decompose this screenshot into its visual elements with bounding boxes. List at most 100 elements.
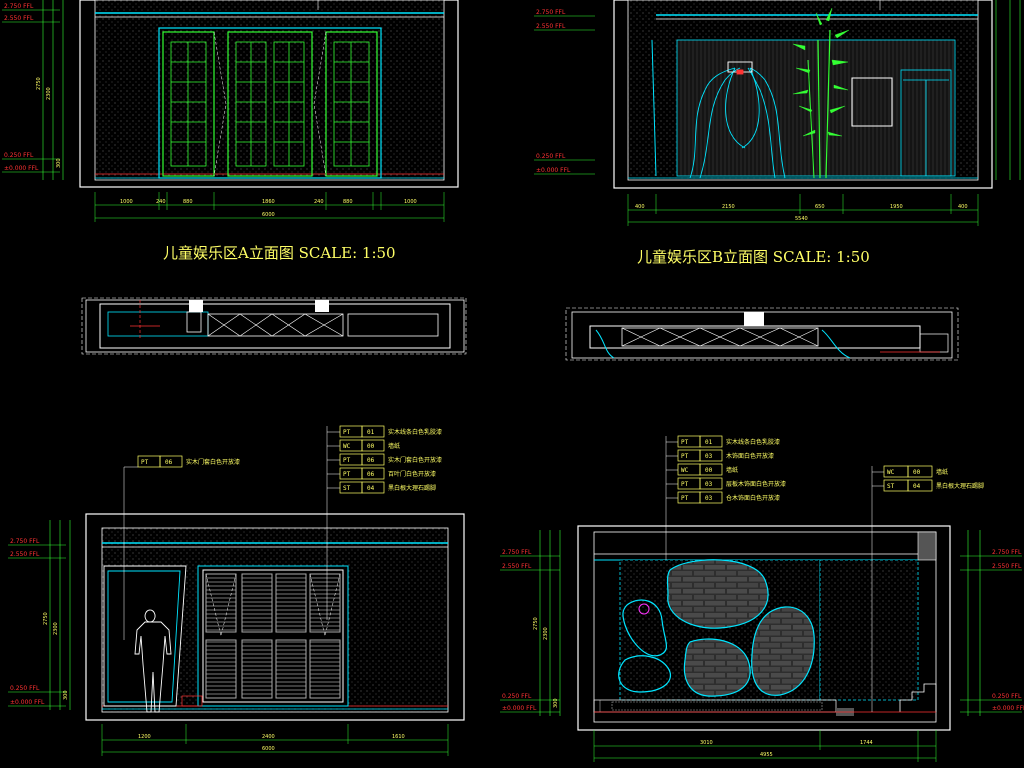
dimensions-a: 1000 240 880 1860 240 880 1000 6000 bbox=[94, 192, 445, 222]
svg-text:木饰面白色开放漆: 木饰面白色开放漆 bbox=[726, 452, 774, 460]
svg-text:仓木饰面白色开放漆: 仓木饰面白色开放漆 bbox=[726, 494, 780, 502]
svg-text:黑白根大理石踢脚: 黑白根大理石踢脚 bbox=[388, 484, 436, 492]
svg-text:1610: 1610 bbox=[392, 734, 405, 740]
svg-text:0.250 FFL: 0.250 FFL bbox=[10, 685, 40, 692]
dimensions-c: 1200 2400 1610 6000 bbox=[101, 724, 449, 756]
material-tags-c: PT 01 实木线条白色乳胶漆 WC 00 墙纸 PT 06 实木门套白色开放漆 bbox=[326, 425, 442, 620]
svg-text:2.550 FFL: 2.550 FFL bbox=[992, 563, 1022, 570]
svg-text:00: 00 bbox=[367, 443, 375, 450]
svg-text:5540: 5540 bbox=[795, 216, 808, 222]
svg-text:ST: ST bbox=[887, 483, 895, 490]
tag-d-right-0: WC 00 墙纸 bbox=[872, 465, 948, 478]
svg-text:01: 01 bbox=[367, 429, 375, 436]
doorway-with-figure-c bbox=[103, 565, 187, 713]
svg-text:WC: WC bbox=[887, 469, 895, 476]
material-tags-d-right: WC 00 墙纸 ST 04 黑白根大理石踢脚 bbox=[871, 465, 984, 712]
svg-text:±0.000 FFL: ±0.000 FFL bbox=[502, 705, 537, 712]
dimensions-b: 400 2150 650 1950 400 5540 bbox=[627, 194, 979, 226]
elevation-c: 2.750 FFL 2.550 FFL 0.250 FFL ±0.000 FFL… bbox=[8, 425, 465, 756]
svg-text:2750: 2750 bbox=[36, 77, 42, 90]
level-markers-a: 2.750 FFL 2.550 FFL 0.250 FFL ±0.000 FFL… bbox=[2, 0, 64, 180]
svg-text:2.750 FFL: 2.750 FFL bbox=[992, 549, 1022, 556]
svg-text:墙纸: 墙纸 bbox=[936, 468, 948, 476]
svg-text:400: 400 bbox=[958, 204, 968, 210]
tag-d-3: PT 03 层板木饰面白色开放漆 bbox=[666, 477, 786, 490]
svg-text:0.250 FFL: 0.250 FFL bbox=[992, 693, 1022, 700]
svg-text:1950: 1950 bbox=[890, 204, 903, 210]
tag-d-0: PT 01 实木线条白色乳胶漆 bbox=[666, 435, 780, 448]
svg-text:2.550 FFL: 2.550 FFL bbox=[536, 23, 566, 30]
elevation-a: 2.750 FFL 2.550 FFL 0.250 FFL ±0.000 FFL… bbox=[2, 0, 459, 222]
svg-text:0.250 FFL: 0.250 FFL bbox=[4, 152, 34, 159]
svg-text:墙纸: 墙纸 bbox=[726, 466, 738, 474]
elevation-d: 2.750 FFL 2.550 FFL 0.250 FFL ±0.000 FFL… bbox=[500, 435, 1024, 762]
plan-strip-b bbox=[565, 307, 959, 361]
louver-doors-c bbox=[197, 565, 349, 707]
svg-text:2.550 FFL: 2.550 FFL bbox=[10, 551, 40, 558]
svg-text:6000: 6000 bbox=[262, 746, 275, 752]
svg-text:WC: WC bbox=[343, 443, 351, 450]
svg-text:实木线条白色乳胶漆: 实木线条白色乳胶漆 bbox=[388, 428, 442, 436]
level-markers-b: 2.750 FFL 2.550 FFL 0.250 FFL ±0.000 FFL bbox=[534, 0, 1021, 180]
svg-text:百叶门白色开放漆: 百叶门白色开放漆 bbox=[388, 470, 436, 478]
svg-text:1200: 1200 bbox=[138, 734, 151, 740]
tag-d-2: WC 00 墙纸 bbox=[666, 463, 738, 476]
svg-text:实木门套白色开放漆: 实木门套白色开放漆 bbox=[388, 456, 442, 464]
svg-text:06: 06 bbox=[165, 459, 173, 466]
svg-text:0.250 FFL: 0.250 FFL bbox=[536, 153, 566, 160]
svg-text:2.550 FFL: 2.550 FFL bbox=[502, 563, 532, 570]
svg-text:1744: 1744 bbox=[860, 740, 873, 746]
svg-text:240: 240 bbox=[314, 199, 324, 205]
svg-text:00: 00 bbox=[913, 469, 921, 476]
tag-c-3: PT 06 百叶门白色开放漆 bbox=[327, 467, 436, 480]
svg-text:±0.000 FFL: ±0.000 FFL bbox=[536, 167, 571, 174]
svg-text:PT: PT bbox=[343, 429, 351, 436]
svg-text:00: 00 bbox=[705, 467, 713, 474]
tag-d-1: PT 03 木饰面白色开放漆 bbox=[666, 449, 774, 462]
cabinet-b bbox=[851, 69, 952, 177]
level-markers-d: 2.750 FFL 2.550 FFL 0.250 FFL ±0.000 FFL… bbox=[500, 530, 1024, 716]
svg-text:2.750 FFL: 2.750 FFL bbox=[502, 549, 532, 556]
level-markers-c: 2.750 FFL 2.550 FFL 0.250 FFL ±0.000 FFL… bbox=[8, 520, 71, 710]
svg-text:实木线条白色乳胶漆: 实木线条白色乳胶漆 bbox=[726, 438, 780, 446]
svg-text:880: 880 bbox=[343, 199, 353, 205]
svg-text:300: 300 bbox=[63, 690, 69, 700]
french-doors-a bbox=[158, 27, 382, 179]
svg-text:2300: 2300 bbox=[543, 627, 549, 640]
svg-text:240: 240 bbox=[156, 199, 166, 205]
svg-text:03: 03 bbox=[705, 495, 713, 502]
svg-text:03: 03 bbox=[705, 481, 713, 488]
svg-text:650: 650 bbox=[815, 204, 825, 210]
svg-text:±0.000 FFL: ±0.000 FFL bbox=[4, 165, 39, 172]
svg-text:3010: 3010 bbox=[700, 740, 713, 746]
svg-text:06: 06 bbox=[367, 471, 375, 478]
bamboo-plant-b bbox=[792, 7, 850, 179]
svg-text:PT: PT bbox=[681, 495, 689, 502]
svg-text:PT: PT bbox=[141, 459, 149, 466]
tag-c-0: PT 01 实木线条白色乳胶漆 bbox=[327, 425, 442, 438]
svg-text:黑白根大理石踢脚: 黑白根大理石踢脚 bbox=[936, 482, 984, 490]
tag-d-4: PT 03 仓木饰面白色开放漆 bbox=[666, 491, 780, 504]
stone-wall-blobs-d bbox=[618, 559, 815, 697]
svg-text:1000: 1000 bbox=[120, 199, 133, 205]
curtain-b bbox=[689, 61, 786, 179]
svg-text:PT: PT bbox=[343, 471, 351, 478]
svg-text:6000: 6000 bbox=[262, 212, 275, 218]
svg-text:2150: 2150 bbox=[722, 204, 735, 210]
svg-text:ST: ST bbox=[343, 485, 351, 492]
svg-text:400: 400 bbox=[635, 204, 645, 210]
svg-text:实木门套白色开放漆: 实木门套白色开放漆 bbox=[186, 458, 240, 466]
svg-text:PT: PT bbox=[343, 457, 351, 464]
svg-text:层板木饰面白色开放漆: 层板木饰面白色开放漆 bbox=[726, 480, 786, 488]
svg-text:2750: 2750 bbox=[43, 612, 49, 625]
material-tag-c-left: PT 06 实木门套白色开放漆 bbox=[123, 455, 240, 640]
tag-d-right-1: ST 04 黑白根大理石踢脚 bbox=[872, 479, 984, 492]
svg-text:PT: PT bbox=[681, 453, 689, 460]
svg-text:01: 01 bbox=[705, 439, 713, 446]
svg-text:2.550 FFL: 2.550 FFL bbox=[4, 15, 34, 22]
svg-text:2300: 2300 bbox=[53, 622, 59, 635]
dimensions-d: 3010 1744 4955 bbox=[593, 730, 937, 762]
svg-text:03: 03 bbox=[705, 453, 713, 460]
svg-text:880: 880 bbox=[183, 199, 193, 205]
svg-text:墙纸: 墙纸 bbox=[388, 442, 400, 450]
